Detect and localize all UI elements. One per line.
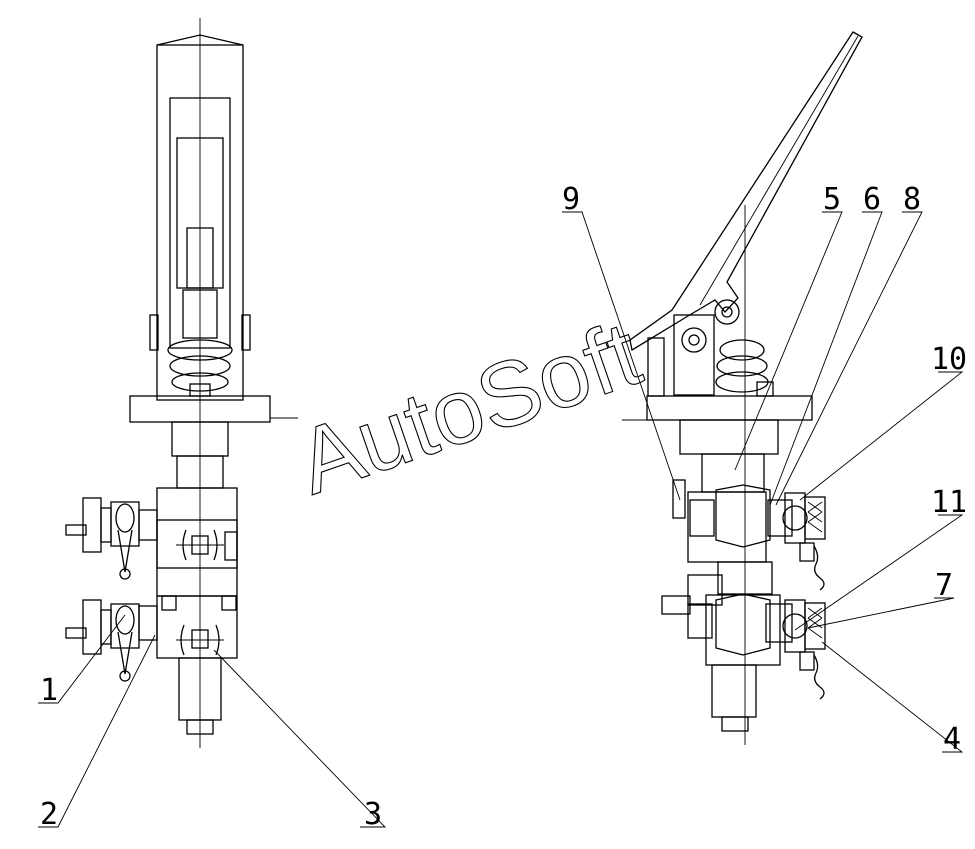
callout-9: 9 xyxy=(562,182,580,217)
callout-3: 3 xyxy=(364,797,382,832)
callout-leaders xyxy=(38,211,964,828)
callout-6: 6 xyxy=(863,182,881,217)
callout-10: 10 xyxy=(931,342,967,377)
callout-labels: 1 2 3 4 5 6 7 8 9 10 11 xyxy=(40,182,967,832)
callout-2: 2 xyxy=(40,797,58,832)
callout-1: 1 xyxy=(40,673,58,708)
watermark: AutoSoft xyxy=(285,303,652,514)
callout-4: 4 xyxy=(943,722,961,757)
callout-8: 8 xyxy=(903,182,921,217)
callout-5: 5 xyxy=(823,182,841,217)
callout-7: 7 xyxy=(935,568,953,603)
side-view-assembly xyxy=(622,31,863,745)
front-view-assembly xyxy=(65,18,298,748)
callout-11: 11 xyxy=(931,485,967,520)
